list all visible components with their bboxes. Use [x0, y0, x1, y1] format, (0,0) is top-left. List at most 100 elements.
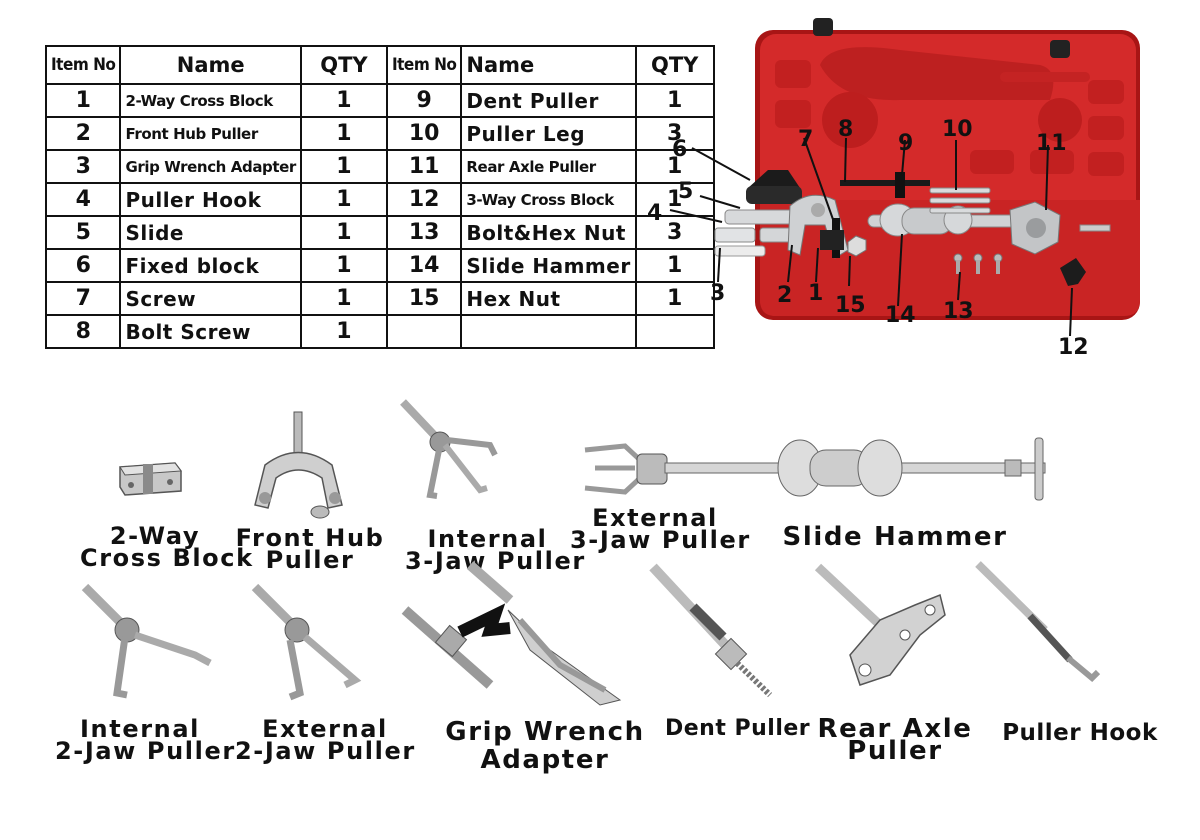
external-2jaw-puller-drawing [245, 583, 395, 705]
internal-3jaw-puller-label: Internal 3-Jaw Puller [405, 527, 586, 575]
label-line: 3-Jaw Puller [570, 526, 751, 554]
item-name-cell: Grip Wrench Adapter [119, 149, 302, 184]
slide-hammer-drawing [565, 430, 1065, 510]
item-name-cell: Rear Axle Puller [460, 149, 637, 184]
item-name-cell: Fixed block [119, 248, 302, 283]
internal-2jaw-puller-drawing [75, 583, 225, 705]
kit-callouts: 6 5 4 3 2 1 15 14 13 12 7 8 9 10 11 [647, 117, 1089, 360]
column-header: QTY [299, 45, 388, 85]
label-line: 2-Way [109, 522, 201, 550]
column-header: Name [460, 45, 637, 85]
item-name-cell: Screw [119, 281, 302, 316]
qty-cell: 1 [634, 149, 715, 184]
parts-table: Item No Name QTY Item No Name QTY 1 2-Way… [44, 45, 715, 349]
item-name-cell: Dent Puller [460, 83, 637, 118]
label-line: Rear Axle [817, 714, 973, 744]
item-no-cell: 8 [44, 314, 122, 349]
item-no-cell: 6 [44, 248, 122, 283]
item-no-cell: 15 [385, 281, 463, 316]
rear-axle-puller-label: Rear Axle Puller [815, 714, 975, 766]
label-line: Puller Hook [1002, 720, 1158, 746]
column-header: Item No [385, 45, 463, 85]
callout-14: 14 [885, 303, 916, 328]
kit-tools [714, 170, 1111, 286]
qty-cell: 1 [299, 149, 388, 184]
callout-5: 5 [678, 179, 693, 204]
item-no-cell: 3 [44, 149, 122, 184]
front-hub-puller-label: Front Hub Puller [235, 524, 385, 574]
empty-cell [634, 314, 715, 349]
item-no-cell: 5 [44, 215, 122, 250]
item-no-cell: 4 [44, 182, 122, 217]
callout-15: 15 [835, 293, 866, 318]
callout-1: 1 [808, 281, 823, 306]
qty-cell: 1 [299, 182, 388, 217]
item-name-cell: 2-Way Cross Block [119, 83, 302, 118]
item-name-cell: Bolt&Hex Nut [460, 215, 637, 250]
item-name-cell: Puller Hook [119, 182, 302, 217]
label-line: Puller [847, 736, 943, 766]
callout-13: 13 [943, 299, 974, 324]
item-no-cell: 2 [44, 116, 122, 151]
callout-3: 3 [710, 281, 725, 306]
callout-6: 6 [672, 137, 687, 162]
callout-12: 12 [1058, 335, 1089, 360]
grip-wrench-adapter-label: Grip Wrench Adapter [440, 718, 650, 774]
label-line: Adapter [480, 745, 610, 775]
label-line: 2-Jaw Puller [235, 737, 416, 765]
item-no-cell: 7 [44, 281, 122, 316]
item-no-cell: 9 [385, 83, 463, 118]
empty-cell [385, 314, 463, 349]
internal-2jaw-puller-label: Internal 2-Jaw Puller [55, 715, 234, 763]
label-line: 3-Jaw Puller [405, 547, 586, 575]
qty-cell: 1 [299, 314, 388, 349]
rear-axle-puller-drawing [810, 563, 960, 695]
leader-lines [669, 137, 1073, 337]
label-line: Front Hub [235, 524, 385, 552]
column-header: QTY [634, 45, 715, 85]
qty-cell: 1 [634, 281, 715, 316]
label-line: Slide Hammer [782, 522, 1008, 552]
item-name-cell: Front Hub Puller [119, 116, 302, 151]
puller-hook-label: Puller Hook [995, 720, 1165, 746]
qty-cell: 1 [634, 83, 715, 118]
callout-9: 9 [898, 131, 913, 156]
grip-wrench-adapter-drawing [400, 561, 640, 710]
external-2jaw-puller-label: External 2-Jaw Puller [235, 715, 416, 765]
callout-10: 10 [942, 117, 973, 142]
qty-cell: 1 [634, 248, 715, 283]
label-line: Puller [265, 546, 355, 574]
qty-cell: 1 [299, 281, 388, 316]
column-header: Item No [44, 45, 122, 85]
callout-11: 11 [1036, 131, 1067, 156]
front-hub-puller-drawing [240, 410, 360, 520]
dent-puller-label: Dent Puller [665, 718, 810, 740]
item-no-cell: 14 [385, 248, 463, 283]
label-line: Cross Block [80, 544, 254, 572]
label-line: Internal [80, 715, 200, 743]
item-name-cell: Slide [119, 215, 302, 250]
item-name-cell: Bolt Screw [119, 314, 302, 349]
cross-block-drawing [115, 455, 195, 500]
kit-case-photo: 6 5 4 3 2 1 15 14 13 12 7 8 9 10 11 [647, 18, 1140, 360]
callout-8: 8 [838, 117, 853, 142]
item-name-cell: 3-Way Cross Block [460, 182, 637, 217]
qty-cell: 1 [299, 215, 388, 250]
qty-cell: 3 [634, 215, 715, 250]
table-header-row: Item No Name QTY Item No Name QTY [44, 45, 715, 85]
item-name-cell: Puller Leg [460, 116, 637, 151]
label-line: External [592, 504, 718, 532]
callout-4: 4 [647, 201, 662, 226]
internal-3jaw-puller-drawing [395, 399, 515, 510]
item-name-cell: Slide Hammer [460, 248, 637, 283]
label-line: External [262, 715, 388, 743]
slide-hammer-label: Slide Hammer [770, 522, 1020, 552]
cross-block-label: 2-Way Cross Block [80, 522, 254, 572]
